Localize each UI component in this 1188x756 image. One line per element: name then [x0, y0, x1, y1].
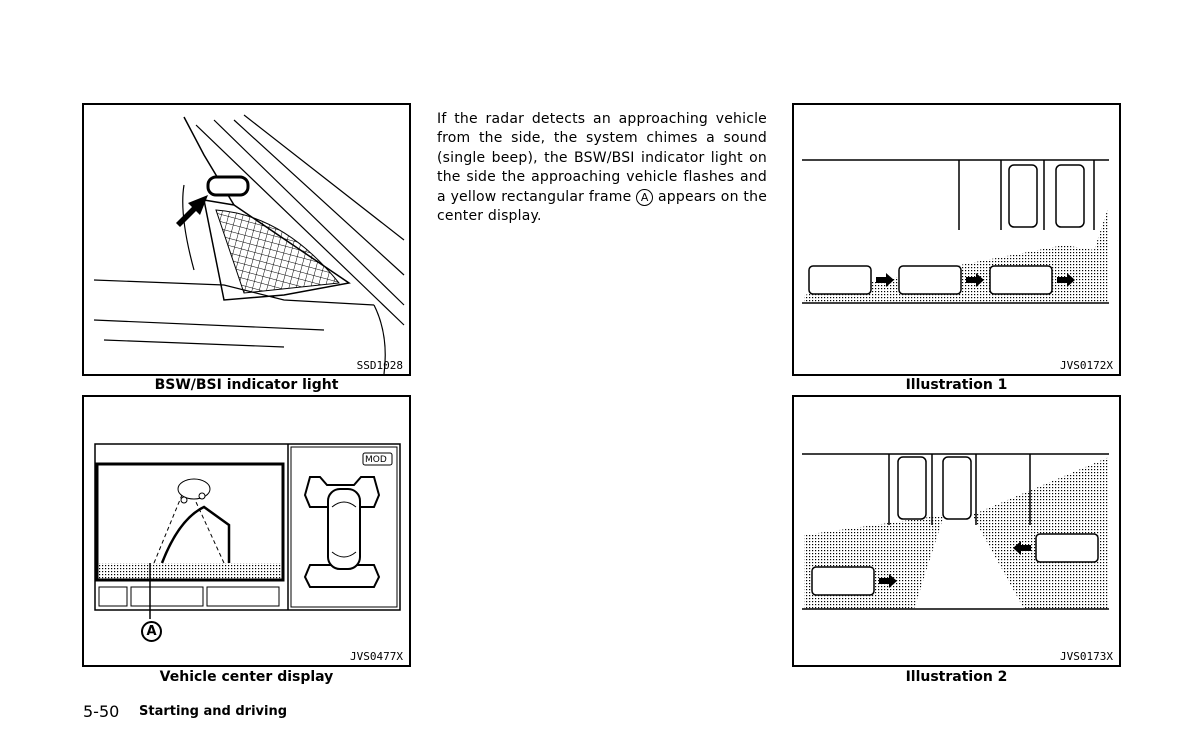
pointer-arrow-icon	[176, 195, 208, 227]
figure-code: JVS0172X	[1060, 359, 1113, 372]
figure-center-display: MOD A JVS0477X	[82, 395, 411, 667]
figure-caption-indicator: BSW/BSI indicator light	[154, 377, 339, 393]
page-number: 5-50	[83, 702, 120, 721]
body-paragraph: If the radar detects an approaching vehi…	[437, 110, 767, 226]
figure-caption-illustration-2: Illustration 2	[905, 669, 1008, 685]
figure-illustration-2: JVS0173X	[792, 395, 1121, 667]
mod-badge: MOD	[365, 455, 387, 465]
indicator-light-illustration	[93, 114, 405, 374]
figure-indicator-light: SSD1028	[82, 103, 411, 376]
body-text-before: If the radar detects an approaching vehi…	[437, 111, 767, 205]
body-text-after: appears on the center display.	[437, 188, 768, 225]
figure-code: SSD1028	[356, 359, 403, 372]
callout-a-label: A	[141, 621, 162, 642]
illustration-2-diagram	[802, 453, 1109, 610]
center-display-illustration	[94, 443, 401, 619]
callout-a-inline: A	[636, 188, 654, 206]
illustration-1-diagram	[802, 159, 1109, 304]
figure-illustration-1: JVS0172X	[792, 103, 1121, 376]
figure-caption-illustration-1: Illustration 1	[905, 377, 1008, 393]
figure-caption-display: Vehicle center display	[159, 669, 334, 685]
figure-code: JVS0173X	[1060, 650, 1113, 663]
figure-code: JVS0477X	[350, 650, 403, 663]
section-title: Starting and driving	[139, 704, 288, 719]
